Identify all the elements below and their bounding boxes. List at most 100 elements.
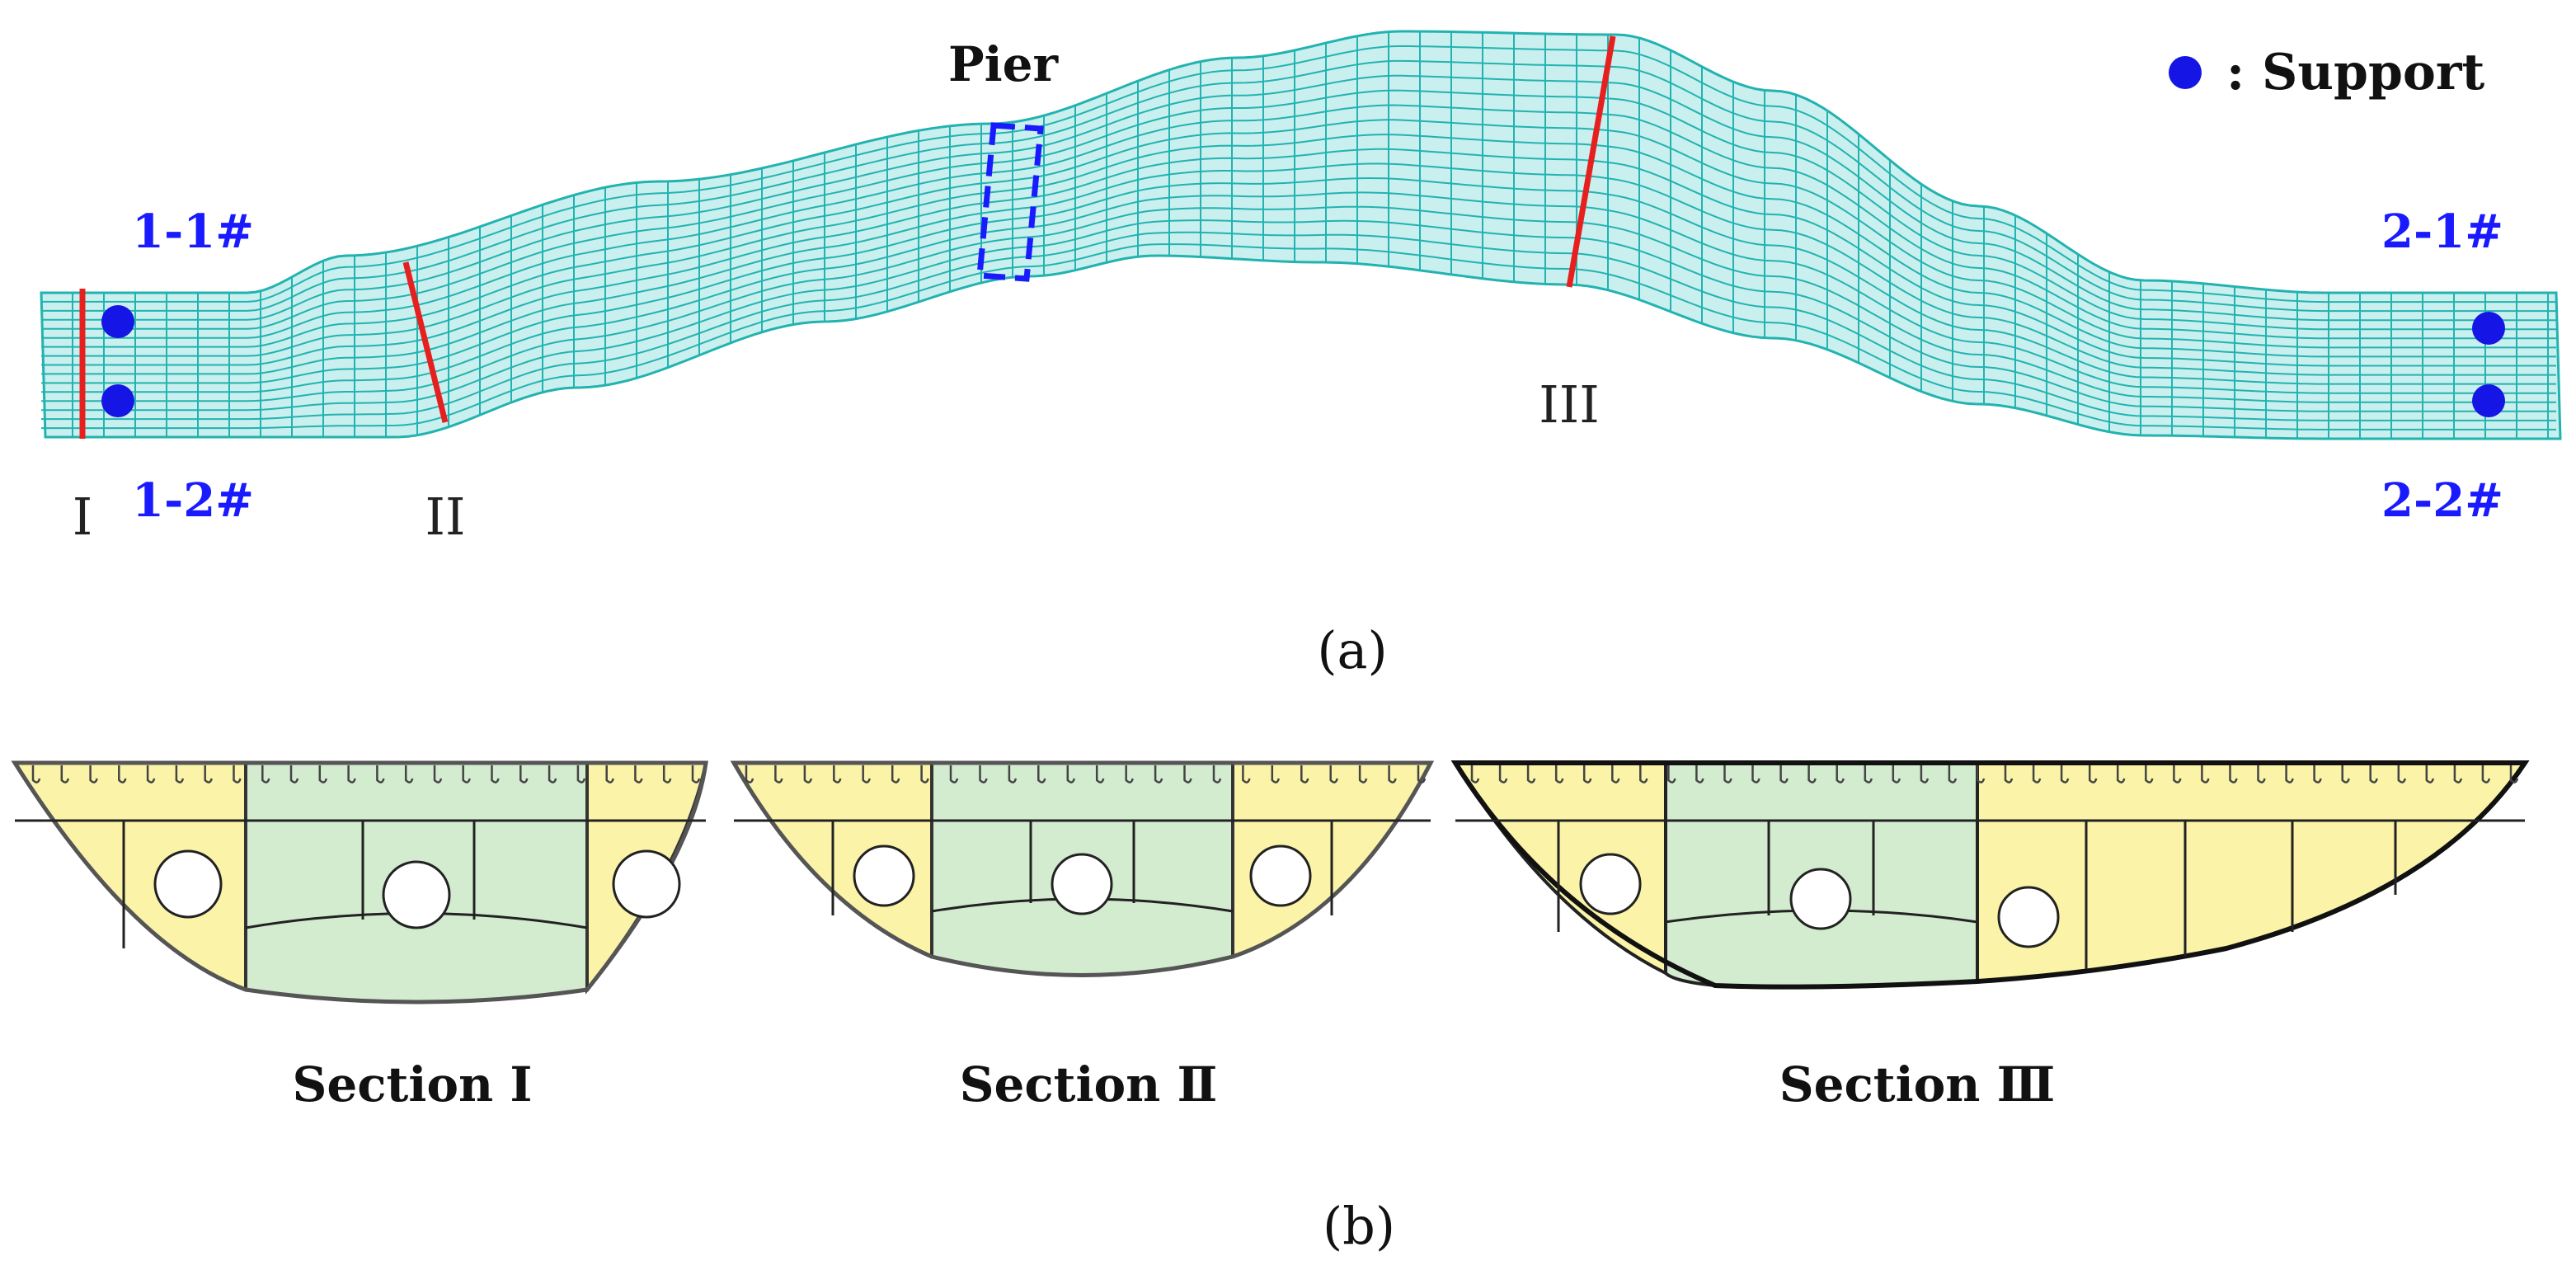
- deck-rib: [347, 765, 356, 783]
- deck-rib: [491, 765, 500, 783]
- deck-rib: [1948, 765, 1958, 783]
- mesh-longitudinal-line: [41, 162, 2556, 376]
- section-3-label: Section Ⅲ: [1779, 1056, 2056, 1113]
- mesh-longitudinal-line: [41, 104, 2556, 340]
- deck-rib: [1976, 765, 1986, 783]
- deck-rib: [31, 765, 41, 783]
- deck-rib: [1554, 765, 1564, 783]
- caption-b: (b): [1323, 1196, 1395, 1256]
- deck-rib: [662, 765, 672, 783]
- deck-rib: [462, 765, 471, 783]
- support-label-1-2: 1-2#: [132, 473, 254, 528]
- mesh-longitudinal-line: [41, 231, 2556, 421]
- deck-rib: [803, 765, 813, 783]
- deck-rib: [2145, 765, 2154, 783]
- mesh-longitudinal-line: [41, 119, 2556, 349]
- deck-rib: [1300, 765, 1309, 783]
- deck-rib: [261, 765, 270, 783]
- deck-rib: [1751, 765, 1760, 783]
- deck-rib: [1695, 765, 1704, 783]
- deck-rib: [548, 765, 557, 783]
- caption-a: (a): [1317, 620, 1387, 680]
- deck-rib: [1417, 765, 1427, 783]
- deck-rib: [2397, 765, 2407, 783]
- deck-rib: [1836, 765, 1845, 783]
- deck-rib: [2285, 765, 2294, 783]
- support-label-1-1: 1-1#: [132, 205, 254, 259]
- deck-rib: [2116, 765, 2126, 783]
- mesh-longitudinal-line: [41, 243, 2556, 430]
- legend-support-marker: [2169, 56, 2202, 89]
- deck-rib: [891, 765, 900, 783]
- deck-rib: [1807, 765, 1817, 783]
- deck-rib: [1008, 765, 1018, 783]
- deck-rib: [1667, 765, 1676, 783]
- deck-rib: [2088, 765, 2098, 783]
- section-marker-1: I: [73, 487, 93, 547]
- deck-rib: [1125, 765, 1134, 783]
- deck-rib: [175, 765, 185, 783]
- mesh-longitudinal-line: [41, 59, 2556, 313]
- deck-rib: [1611, 765, 1620, 783]
- deck-rib: [2453, 765, 2463, 783]
- mesh-longitudinal-line: [41, 176, 2556, 385]
- deck-rib: [2004, 765, 2014, 783]
- deck-rib: [1329, 765, 1338, 783]
- deck-rib: [1779, 765, 1789, 783]
- deck-rib: [89, 765, 98, 783]
- deck-rib: [862, 765, 871, 783]
- support-2-1: [2472, 312, 2505, 345]
- deck-rib: [1037, 765, 1046, 783]
- pier-box: [976, 122, 1044, 282]
- deck-rib: [634, 765, 643, 783]
- deck-rib: [2032, 765, 2042, 783]
- deck-rib: [691, 765, 701, 783]
- deck-rib: [233, 765, 242, 783]
- fe-mesh: [40, 30, 2562, 440]
- deck-rib: [1582, 765, 1592, 783]
- deck-rib: [1470, 765, 1480, 783]
- deck-rib: [433, 765, 443, 783]
- section-1-label: Section Ⅰ: [292, 1056, 532, 1113]
- section-marker-3: III: [1539, 374, 1599, 435]
- cross-section-1: [11, 760, 708, 1004]
- support-1-1: [101, 305, 134, 338]
- deck-rib: [774, 765, 783, 783]
- deck-rib: [2425, 765, 2435, 783]
- mesh-longitudinal-line: [41, 134, 2556, 358]
- legend-text: : Support: [2226, 44, 2485, 101]
- support-label-2-2: 2-2#: [2381, 473, 2503, 528]
- support-1-2: [101, 384, 134, 417]
- mesh-longitudinal-line: [41, 45, 2556, 303]
- deck-rib: [605, 765, 614, 783]
- deck-rib: [949, 765, 959, 783]
- pier-label: Pier: [948, 36, 1060, 92]
- deck-rib: [2229, 765, 2238, 783]
- deck-rib: [519, 765, 529, 783]
- deck-rib: [318, 765, 328, 783]
- support-2-2: [2472, 384, 2505, 417]
- deck-rib: [146, 765, 156, 783]
- deck-rib: [118, 765, 127, 783]
- deck-rib: [1154, 765, 1163, 783]
- cross-section-2: [730, 760, 1435, 977]
- deck-rib: [745, 765, 754, 783]
- deck-rib: [2173, 765, 2182, 783]
- deck-rib: [2509, 765, 2519, 783]
- deck-rib: [376, 765, 385, 783]
- deck-rib: [2313, 765, 2322, 783]
- mesh-longitudinal-line: [41, 219, 2556, 412]
- deck-rib: [576, 765, 586, 783]
- section-line-3: [1566, 35, 1616, 288]
- deck-rib: [1358, 765, 1368, 783]
- mesh-longitudinal-line: [41, 74, 2556, 322]
- deck-rib: [1864, 765, 1873, 783]
- deck-rib: [1212, 765, 1222, 783]
- deck-rib: [60, 765, 70, 783]
- deck-rib: [1920, 765, 1930, 783]
- mesh-longitudinal-line: [41, 89, 2556, 331]
- deck-rib: [1526, 765, 1536, 783]
- deck-rib: [1639, 765, 1648, 783]
- section-2-label: Section Ⅱ: [960, 1056, 1218, 1113]
